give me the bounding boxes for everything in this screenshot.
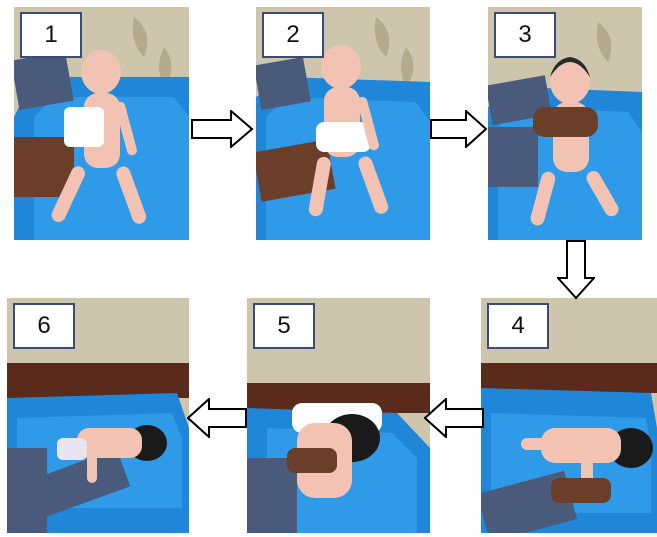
step-number-label: 2 — [262, 12, 324, 58]
step-5-photo: 5 — [247, 298, 430, 533]
arrow-left-icon — [424, 398, 484, 438]
arrow-right-icon — [191, 110, 254, 148]
step-3-photo: 3 — [488, 7, 642, 240]
photo-step-1 — [14, 7, 189, 240]
step-6-photo: 6 — [7, 298, 189, 533]
arrow-down-icon — [557, 240, 595, 300]
arrow-right-icon — [430, 110, 488, 148]
step-number-label: 3 — [494, 12, 556, 58]
step-1-photo: 1 — [14, 7, 189, 240]
photo-step-3 — [488, 7, 642, 240]
step-number-label: 1 — [20, 12, 82, 58]
step-number-label: 5 — [253, 303, 315, 349]
photo-step-4 — [481, 298, 657, 533]
arrow-left-icon — [187, 398, 247, 438]
step-2-photo: 2 — [256, 7, 430, 240]
step-number-label: 6 — [13, 303, 75, 349]
step-4-photo: 4 — [481, 298, 657, 533]
step-number-label: 4 — [487, 303, 549, 349]
